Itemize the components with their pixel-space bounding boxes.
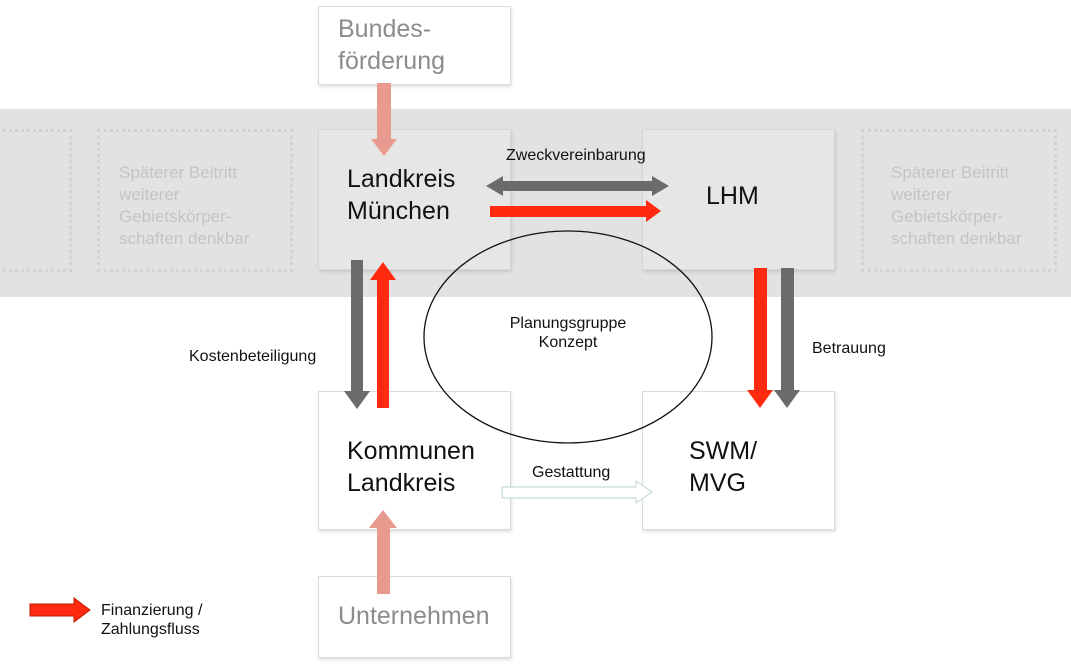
swm-mvg-label: SWM/ MVG	[689, 437, 758, 497]
placeholder-box-left	[97, 129, 293, 272]
arrow-lhm-to-swm-betrauung	[774, 268, 800, 408]
kommunen-landkreis-box	[318, 391, 511, 530]
label-gestattung: Gestattung	[532, 464, 611, 481]
label-kostenbeteiligung: Kostenbeteiligung	[189, 348, 317, 365]
planungsgruppe-ellipse	[423, 230, 713, 444]
legend-label: Finanzierung / Zahlungsfluss	[101, 602, 203, 638]
lhm-label: LHM	[706, 182, 759, 210]
label-planungsgruppe-konzept: Planungsgruppe Konzept	[509, 315, 627, 351]
landkreis-muenchen-box	[318, 129, 511, 270]
unternehmen-label: Unternehmen	[338, 602, 490, 630]
arrow-unternehmen-to-kommunen	[369, 510, 397, 594]
arrow-landkreis-to-lhm-finance	[490, 200, 661, 222]
bundesfoerderung-box	[318, 6, 511, 85]
later-join-text-left: Späterer Beitritt weiterer Gebietskörper…	[119, 163, 250, 248]
label-zweckvereinbarung: Zweckvereinbarung	[506, 147, 646, 164]
arrow-gestattung	[501, 479, 654, 505]
later-join-text-right: Späterer Beitritt weiterer Gebietskörper…	[891, 163, 1022, 248]
arrow-kommunen-to-landkreis-finance	[370, 262, 396, 408]
placeholder-box-far-left	[0, 129, 72, 272]
swm-mvg-box	[642, 391, 835, 530]
arrow-lhm-to-swm-finance	[747, 268, 773, 408]
kommunen-landkreis-label: Kommunen Landkreis	[347, 437, 475, 497]
legend-finance-arrow	[29, 597, 91, 623]
placeholder-box-right	[861, 129, 1057, 272]
arrow-bundes-to-landkreis	[371, 83, 397, 156]
landkreis-muenchen-label: Landkreis München	[347, 165, 456, 225]
arrow-landkreis-to-kommunen	[344, 260, 370, 409]
bundesfoerderung-label: Bundes- förderung	[338, 15, 446, 75]
member-band	[0, 109, 1071, 297]
unternehmen-box	[318, 576, 511, 658]
lhm-box	[642, 129, 835, 270]
label-betrauung: Betrauung	[812, 340, 886, 357]
arrow-zweckvereinbarung	[486, 176, 669, 196]
